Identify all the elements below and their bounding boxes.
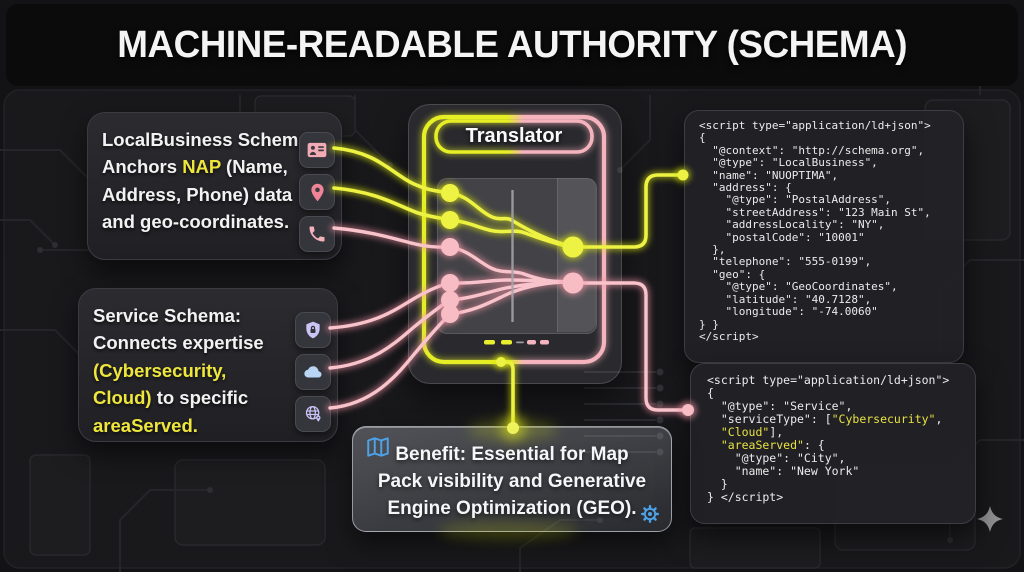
localbusiness-icon-column xyxy=(299,132,335,252)
contact-card-icon xyxy=(299,132,335,168)
benefit-text: Benefit: Essential for Map Pack visibili… xyxy=(377,444,647,519)
text-line: "address": { xyxy=(699,181,792,195)
text-line: "@type": "PostalAddress", xyxy=(699,193,892,207)
text-line: }, xyxy=(699,243,726,257)
text-line: { xyxy=(707,386,714,400)
sparkle-icon xyxy=(977,506,1003,532)
localbusiness-schema-text: LocalBusiness Schema: Anchors NAP (Name, A… xyxy=(102,126,315,236)
translator-label: Translator xyxy=(465,125,563,147)
service-jsonld-code: <script type="application/ld+json">{ "@t… xyxy=(690,363,976,524)
text-line: "serviceType": ["Cybersecurity", xyxy=(707,412,943,426)
text-line: } xyxy=(707,477,728,491)
service-schema-text: Service Schema: Connects expertise (Cybers… xyxy=(93,302,264,439)
text-line: "addressLocality": "NY", xyxy=(699,218,885,232)
localbusiness-jsonld-code: <script type="application/ld+json">{ "@c… xyxy=(684,110,964,363)
map-icon xyxy=(365,434,391,460)
text-line: "telephone": "555-0199", xyxy=(699,255,872,269)
text-line: "name": "New York" xyxy=(707,464,860,478)
text-line: Address, Phone) data xyxy=(102,183,293,205)
header-bar: MACHINE-READABLE AUTHORITY (SCHEMA) xyxy=(6,4,1018,86)
text-line: "Cloud"], xyxy=(720,425,784,439)
text-line: "streetAddress": "123 Main St", xyxy=(699,205,931,219)
text-line: LocalBusiness Schema: xyxy=(102,129,315,150)
cloud-icon xyxy=(295,354,331,390)
text-line: "@type": "City", xyxy=(707,451,846,465)
text-line: areaServed. xyxy=(93,414,198,436)
text-line: "@type": "LocalBusiness", xyxy=(699,156,878,170)
text-line: "postalCode": "10001" xyxy=(699,230,865,244)
text-line: Anchors NAP (Name, xyxy=(102,156,288,178)
text-line: "@context": "http://schema.org", xyxy=(699,143,925,157)
text-line: } </script> xyxy=(707,490,784,504)
text-line: Cloud) to specific xyxy=(93,387,249,409)
text-line: "latitude": "40.7128", xyxy=(699,292,872,306)
text-line: Connects expertise xyxy=(93,332,264,354)
globe-pin-icon xyxy=(295,396,331,432)
text-line: "@type": "Service", xyxy=(707,399,853,413)
text-line: "geo": { xyxy=(699,267,766,281)
text-line: and geo-coordinates. xyxy=(102,211,290,233)
service-schema-box: Service Schema: Connects expertise (Cybers… xyxy=(78,288,338,442)
location-pin-icon xyxy=(299,174,335,210)
text-line: <script type="application/ld+json"> xyxy=(699,119,931,132)
text-line: "name": "NUOPTIMA", xyxy=(699,168,839,182)
text-line: (Cybersecurity, xyxy=(93,359,227,381)
text-line: "@type": "GeoCoordinates", xyxy=(699,280,898,294)
shield-lock-icon xyxy=(295,312,331,348)
text-line: "areaServed": { xyxy=(720,438,825,452)
text-line: { xyxy=(699,131,706,145)
gear-icon xyxy=(638,502,662,526)
service-icon-column xyxy=(295,312,331,432)
page-title: MACHINE-READABLE AUTHORITY (SCHEMA) xyxy=(117,23,907,66)
phone-icon xyxy=(299,216,335,252)
translator-screen-output-column xyxy=(557,178,596,332)
text-line: } } xyxy=(699,317,719,331)
benefit-box: Benefit: Essential for Map Pack visibili… xyxy=(352,426,672,532)
text-line: Service Schema: xyxy=(93,305,242,326)
text-line: </script> xyxy=(699,329,759,343)
text-line: <script type="application/ld+json"> xyxy=(707,373,950,387)
localbusiness-schema-box: LocalBusiness Schema: Anchors NAP (Name, A… xyxy=(87,112,342,260)
text-line: "longitude": "-74.0060" xyxy=(699,305,878,319)
